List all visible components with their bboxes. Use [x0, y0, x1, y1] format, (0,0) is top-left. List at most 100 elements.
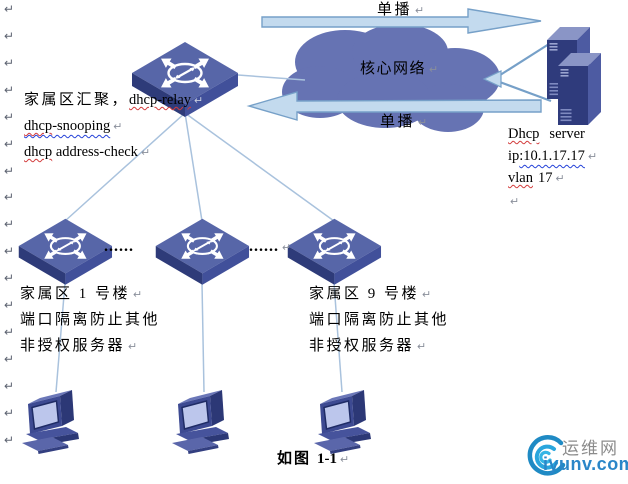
unicast-left-arrow-icon — [246, 91, 542, 121]
aggregation-line3: dhcp address-check↵ — [24, 144, 150, 161]
ellipsis-dots: ...... — [104, 238, 134, 256]
link-line — [201, 282, 205, 393]
core-network-label: 核心网络↵ — [360, 61, 438, 78]
building1-line3: 非授权服务器↵ — [20, 338, 137, 355]
dhcp-server-line4: ↵ — [510, 193, 519, 210]
l2-switch-icon — [19, 219, 112, 285]
desktop-pc-icon — [171, 389, 230, 455]
paragraph-return-icon: ↵ — [4, 55, 15, 70]
paragraph-return-icon: ↵ — [4, 271, 15, 286]
paragraph-return-icon: ↵ — [282, 242, 292, 254]
building1-unauthorized-text: 非授权服务器 — [20, 338, 126, 354]
paragraph-return-icon: ↵ — [418, 117, 428, 129]
server-word: server — [549, 126, 585, 142]
desktop-pc-icon — [313, 389, 372, 455]
paragraph-return-icon: ↵ — [510, 196, 520, 208]
link-line — [184, 112, 335, 222]
building1-name-text: 家属区 1 号楼 — [20, 286, 131, 302]
paragraph-return-icon: ↵ — [4, 217, 15, 232]
paragraph-return-icon: ↵ — [4, 405, 15, 420]
paragraph-return-icon: ↵ — [4, 378, 15, 393]
l2-switch-icon — [156, 219, 249, 285]
caption-cn-text: 如图 — [277, 451, 312, 467]
paragraph-marks-column: ↵ ↵ ↵ ↵ ↵ ↵ ↵ ↵ ↵ ↵ ↵ ↵ ↵ ↵ ↵ ↵ ↵ — [4, 2, 14, 460]
dhcp-snooping-text: dhcp-snooping — [24, 118, 110, 134]
dhcp-word: dhcp — [24, 118, 53, 134]
link-line — [333, 282, 343, 393]
ellipsis-dots: ......↵ — [249, 238, 291, 256]
paragraph-return-icon: ↵ — [4, 325, 15, 340]
paragraph-return-icon: ↵ — [555, 173, 565, 185]
dhcp-server-line2: ip:10.1.17.17↵ — [508, 148, 597, 165]
paragraph-return-icon: ↵ — [587, 151, 598, 163]
dhcp-word: dhcp — [24, 144, 53, 160]
snooping-word: -snooping — [52, 118, 111, 134]
link-lines — [55, 74, 343, 393]
paragraph-return-icon: ↵ — [340, 454, 350, 466]
watermark-site-name: 运维网 — [562, 434, 619, 459]
paragraph-return-icon: ↵ — [4, 432, 15, 447]
paragraph-return-icon: ↵ — [422, 289, 432, 301]
paragraph-return-icon: ↵ — [4, 82, 15, 97]
building9-line1: 家属区 9 号楼↵ — [309, 286, 431, 303]
building9-unauthorized-text: 非授权服务器 — [309, 338, 415, 354]
paragraph-return-icon: ↵ — [194, 95, 204, 107]
paragraph-return-icon: ↵ — [4, 109, 15, 124]
server-tower-icon — [547, 27, 601, 125]
dhcp-server-line1: Dhcp server — [508, 126, 585, 143]
paragraph-return-icon: ↵ — [429, 64, 439, 76]
dhcp-word: Dhcp — [508, 126, 540, 142]
paragraph-return-icon: ↵ — [4, 244, 15, 259]
paragraph-return-icon: ↵ — [4, 190, 15, 205]
paragraph-return-icon: ↵ — [415, 5, 425, 17]
link-line — [55, 282, 66, 393]
paragraph-return-icon: ↵ — [4, 298, 15, 313]
building1-line2: 端口隔离防止其他 — [20, 312, 160, 329]
address-check-text: address-check — [52, 144, 138, 160]
paragraph-return-icon: ↵ — [113, 121, 123, 133]
figure-caption: 如图 1-1↵ — [277, 451, 349, 468]
aggregation-line1: 家属区汇聚，dhcp-relay↵ — [24, 92, 203, 109]
paragraph-return-icon: ↵ — [4, 28, 15, 43]
server-uplink-arrow-icon — [482, 43, 552, 103]
core-network-text: 核心网络 — [360, 61, 427, 77]
iyunv-swirl-logo-icon — [527, 435, 566, 476]
vlan-word: vlan — [508, 170, 533, 186]
building9-line2: 端口隔离防止其他 — [309, 312, 449, 329]
unicast-bottom-text: 单播 — [380, 114, 416, 130]
building9-name-text: 家属区 9 号楼 — [309, 286, 420, 302]
ip-prefix-text: ip — [508, 148, 520, 164]
paragraph-return-icon: ↵ — [4, 2, 15, 16]
watermark-cn-text: 运维网 — [562, 439, 619, 458]
building1-isolation-text: 端口隔离防止其他 — [20, 312, 161, 328]
dots-text: ...... — [249, 238, 279, 255]
aggregation-line2: dhcp-snooping↵ — [24, 118, 122, 135]
building9-isolation-text: 端口隔离防止其他 — [309, 312, 450, 328]
aggregation-cn-text: 家属区汇聚， — [24, 92, 130, 108]
l2-switch-icon — [288, 219, 381, 285]
desktop-pc-icon — [21, 389, 80, 455]
unicast-top-label: 单播↵ — [377, 2, 424, 19]
watermark-domain-text: iyunv.com — [543, 454, 628, 474]
dots-text: ...... — [104, 238, 134, 255]
watermark-domain: iyunv.com — [543, 454, 628, 475]
unicast-top-text: 单播 — [377, 2, 413, 18]
paragraph-return-icon: ↵ — [4, 163, 15, 178]
link-line — [184, 112, 203, 222]
unicast-right-arrow-icon — [261, 8, 542, 34]
link-line — [64, 112, 186, 222]
building9-line3: 非授权服务器↵ — [309, 338, 426, 355]
caption-number-text: 1-1 — [317, 451, 338, 467]
dhcp-relay-text: dhcp-relay — [129, 92, 192, 108]
unicast-bottom-label: 单播↵ — [380, 114, 427, 131]
building1-line1: 家属区 1 号楼↵ — [20, 286, 142, 303]
paragraph-return-icon: ↵ — [128, 341, 138, 353]
paragraph-return-icon: ↵ — [140, 147, 151, 159]
paragraph-return-icon: ↵ — [4, 136, 15, 151]
paragraph-return-icon: ↵ — [417, 341, 427, 353]
link-line — [237, 74, 306, 81]
paragraph-return-icon: ↵ — [133, 289, 143, 301]
